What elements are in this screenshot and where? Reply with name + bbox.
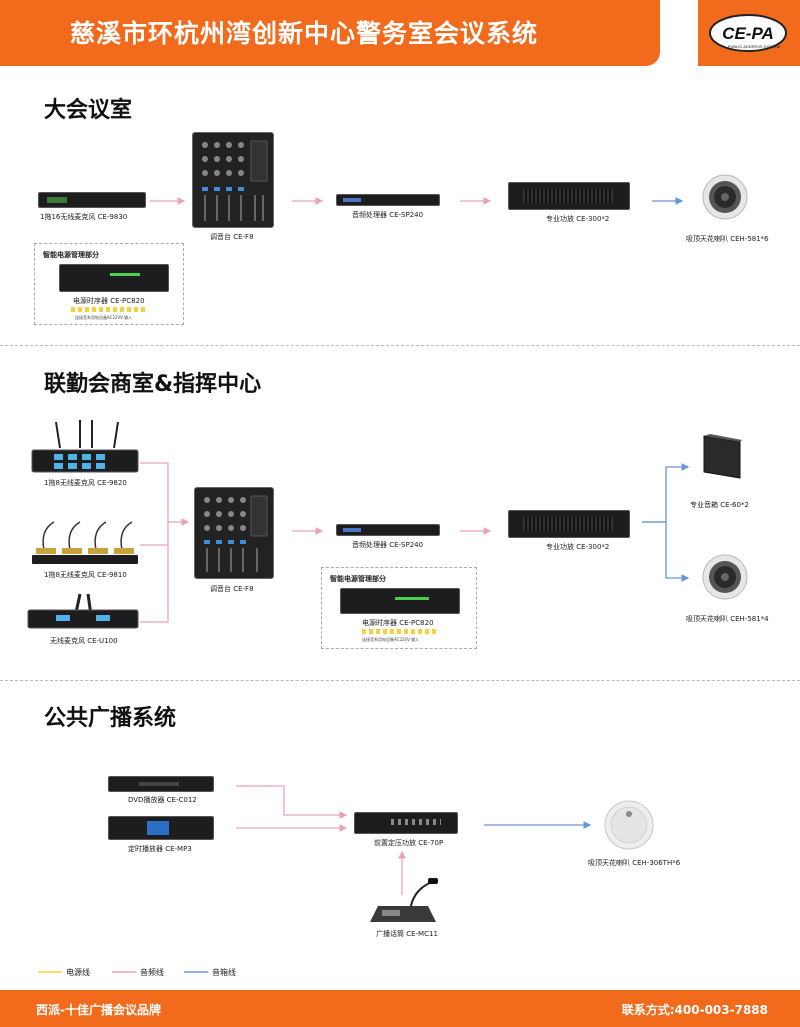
mixer-device [192,132,274,228]
pa-amp-label: 前置定压功放 CE-70P [374,839,444,847]
section-title-command-center: 联勤会商室&指挥中心 [44,372,262,397]
footer-bar [0,990,800,1027]
logo-box: CE-PA PUBLIC ADDRESS SYSTEM [698,0,800,66]
power-sequencer-2-label: 电源时序器 CE-PC820 [362,619,434,627]
ceiling-speaker-icon [702,174,748,220]
power-note: 连接音系用电设备AC220V 输入 [75,315,133,320]
pro-speaker-label: 专业音箱 CE-60*2 [690,501,749,509]
footer-contact: 联系方式:400-003-7888 [621,1003,768,1017]
speaker-label: 吸顶天花喇叭 CEH-581*6 [686,235,769,243]
ceiling-speaker-icon-3 [604,800,654,850]
legend-power: 电源线 [66,968,90,977]
wireless-mic-receiver [38,192,146,208]
power-management-box: 智能电源管理部分 电源时序器 CE-PC820 连接音系用电设备AC220V 输… [34,243,184,325]
mixer-label: 调音台 CE-F8 [210,233,254,241]
power-note-2: 连接音系用电设备AC220V 输入 [362,637,420,642]
dvd-label: DVD播放器 CE-C012 [128,796,197,804]
power-management-title-2: 智能电源管理部分 [330,575,386,583]
legend-audio: 音频线 [140,968,164,977]
power-indicator-strip [71,307,147,312]
timer-player [108,816,214,840]
wireless-mic-9820 [31,420,139,473]
processor-2-label: 音频处理器 CE-SP240 [352,541,424,549]
power-sequencer-2 [340,588,460,614]
mic-9820-label: 1拖8无线麦克风 CE-9820 [44,479,127,487]
footer-brand: 西派-十佳广播会议品牌 [36,1003,161,1017]
mixer-2-label: 调音台 CE-F8 [210,585,254,593]
audio-processor [336,194,440,206]
mic-label: 1拖16无线麦克风 CE-9830 [40,213,128,221]
ceiling-speaker-icon-2 [702,554,748,600]
logo-sub: PUBLIC ADDRESS SYSTEM [728,44,780,49]
pa-amplifier [354,812,458,834]
section-title-public-address: 公共广播系统 [44,706,177,731]
paging-mic-label: 广播话筒 CE-MC11 [376,930,438,938]
brand-logo: CE-PA PUBLIC ADDRESS SYSTEM [709,14,787,52]
pro-speaker-icon [703,434,742,479]
page-title: 慈溪市环杭州湾创新中心警务室会议系统 [70,19,539,48]
power-amplifier [508,182,630,210]
logo-text: CE-PA [722,24,774,43]
power-indicator-strip-2 [362,629,438,634]
mic-u100-label: 无线麦克风 CE-U100 [50,637,118,645]
dvd-player [108,776,214,792]
wireless-mic-u100 [27,593,139,629]
power-amplifier-2 [508,510,630,538]
power-management-title: 智能电源管理部分 [43,251,99,259]
paging-microphone-icon [370,878,438,922]
timer-label: 定时播放器 CE-MP3 [128,845,192,853]
ceiling-speaker-3-label: 吸顶天花喇叭 CEH-306TH*6 [588,859,681,867]
legend-speaker: 音箱线 [212,968,236,977]
section-divider [0,345,800,346]
processor-label: 音频处理器 CE-SP240 [352,211,424,219]
header-banner [0,0,660,66]
audio-processor-2 [336,524,440,536]
power-management-box-2: 智能电源管理部分 电源时序器 CE-PC820 连接音系用电设备AC220V 输… [321,567,477,649]
mic-9810-label: 1拖8无线麦克风 CE-9810 [44,571,127,579]
amp-2-label: 专业功放 CE-300*2 [546,543,610,551]
power-sequencer-label: 电源时序器 CE-PC820 [73,297,145,305]
conference-mic-9810 [32,521,138,564]
amp-label: 专业功放 CE-300*2 [546,215,610,223]
mixer-device-2 [194,487,274,579]
section-title-meeting-room: 大会议室 [44,98,133,123]
power-sequencer [59,264,169,292]
ceiling-speaker-2-label: 吸顶天花喇叭 CEH-581*4 [686,615,769,623]
section-divider-2 [0,680,800,681]
